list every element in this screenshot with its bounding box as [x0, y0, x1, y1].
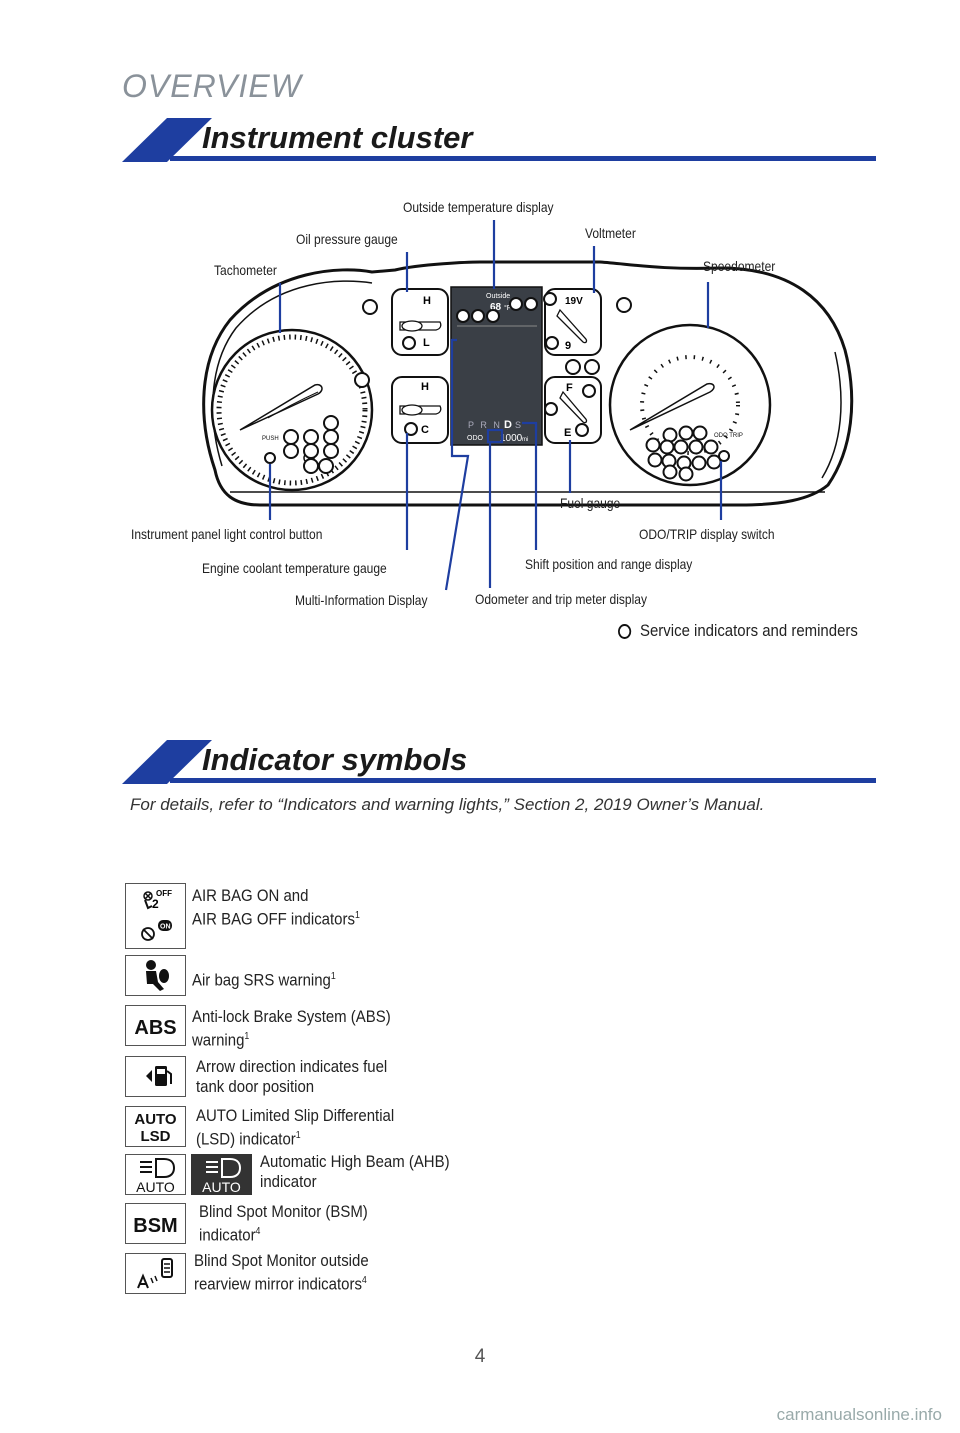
label-fuel-gauge: Fuel gauge — [560, 495, 621, 511]
shift-gear: D — [504, 419, 512, 431]
bsm-mirror-icon — [125, 1253, 186, 1294]
fuel-door-icon — [125, 1056, 186, 1097]
indicator-auto-lsd-text: AUTO Limited Slip Differential(LSD) indi… — [196, 1106, 395, 1149]
legend-text: Service indicators and reminders — [640, 621, 858, 640]
page-overview-heading: OVERVIEW — [122, 68, 302, 104]
odo-value: 1000 — [500, 433, 523, 444]
label-coolant-temp: Engine coolant temperature gauge — [202, 560, 387, 576]
page-number: 4 — [474, 1346, 486, 1367]
tach-indicator-cluster — [283, 415, 339, 474]
odo-label: ODO — [467, 435, 484, 442]
label-tachometer: Tachometer — [214, 262, 277, 278]
cool-c-mark: C — [421, 424, 429, 436]
label-shift-position: Shift position and range display — [525, 556, 693, 572]
outside-temp-unit: °F — [504, 304, 511, 312]
label-speedometer: Speedometer — [703, 258, 776, 274]
fuel-e-mark: E — [564, 427, 571, 439]
outside-temp-value: 68 — [490, 302, 502, 313]
odo-trip-switch — [718, 450, 730, 462]
shift-prn: P R N — [468, 420, 502, 430]
volt-9-mark: 9 — [565, 340, 571, 352]
voltmeter-gauge: 19V 9 — [543, 288, 602, 356]
speedo-indicator-cluster — [645, 425, 722, 482]
multi-information-display: Outside 68 °F P R N D S ODO 1000 mi — [450, 286, 543, 446]
service-indicator-legend: Service indicators and reminders — [618, 621, 858, 641]
label-odo-trip-switch: ODO/TRIP display switch — [639, 526, 775, 542]
indicator-abs-text: Anti-lock Brake System (ABS)warning1 — [192, 1007, 391, 1050]
odo-unit: mi — [522, 437, 528, 443]
fuel-gauge: F E — [544, 376, 602, 444]
panel-light-button — [264, 452, 276, 464]
instrument-cluster-title: Instrument cluster — [202, 120, 473, 155]
fuel-f-mark: F — [566, 382, 573, 394]
airbag-on-off-icon: OFF 2 ON — [125, 883, 186, 949]
label-panel-light: Instrument panel light control button — [131, 526, 323, 542]
indicator-srs-text: Air bag SRS warning1 — [192, 970, 336, 990]
instrument-cluster-header: Instrument cluster — [122, 118, 876, 162]
cool-h-mark: H — [421, 381, 429, 393]
push-label: PUSH — [262, 436, 279, 442]
outside-label: Outside — [486, 293, 510, 300]
indicator-bsm-text: Blind Spot Monitor (BSM)indicator4 — [199, 1202, 368, 1245]
oil-l-mark: L — [423, 337, 430, 349]
indicator-symbols-title: Indicator symbols — [202, 742, 468, 777]
label-mid: Multi-Information Display — [295, 592, 428, 608]
svg-text:2: 2 — [152, 897, 159, 911]
svg-text:BSM: BSM — [133, 1215, 177, 1237]
svg-text:LSD: LSD — [141, 1128, 171, 1145]
indicator-ahb-text: Automatic High Beam (AHB)indicator — [260, 1152, 450, 1191]
svg-text:OFF: OFF — [156, 889, 172, 898]
label-voltmeter: Voltmeter — [585, 225, 636, 241]
svg-text:AUTO: AUTO — [134, 1111, 177, 1128]
abs-icon: ABS — [125, 1005, 186, 1046]
label-outside-temp: Outside temperature display — [403, 199, 554, 215]
svg-text:ABS: ABS — [134, 1017, 176, 1039]
svg-text:AUTO: AUTO — [136, 1179, 175, 1194]
auto-high-beam-alt-icon: AUTO — [191, 1154, 252, 1195]
airbag-srs-icon — [125, 955, 186, 996]
service-indicator-ring-icon — [618, 624, 632, 640]
bsm-icon: BSM — [125, 1203, 186, 1244]
svg-text:ON: ON — [160, 924, 171, 931]
svg-text:AUTO: AUTO — [202, 1179, 241, 1194]
label-oil-pressure: Oil pressure gauge — [296, 231, 398, 247]
oil-h-mark: H — [423, 295, 431, 307]
label-odometer: Odometer and trip meter display — [475, 591, 647, 607]
coolant-temp-gauge: H C — [391, 376, 449, 444]
auto-high-beam-icon: AUTO — [125, 1154, 186, 1195]
instrument-cluster-diagram: PUSH ODO TRIP H L H C — [202, 220, 854, 591]
indicators-note: For details, refer to “Indicators and wa… — [130, 795, 765, 814]
callout-lines — [268, 220, 723, 591]
oil-pressure-gauge: H L — [391, 288, 449, 356]
indicator-symbols-header: Indicator symbols — [122, 740, 876, 784]
auto-lsd-icon: AUTO LSD — [125, 1106, 186, 1147]
odo-trip-mark: ODO TRIP — [714, 433, 743, 439]
shift-gear-s: S — [515, 420, 521, 430]
tachometer-gauge: PUSH — [210, 328, 374, 492]
header-rule — [170, 778, 876, 783]
watermark: carmanualsonline.info — [776, 1405, 942, 1424]
header-rule — [170, 156, 876, 161]
volt-19-mark: 19V — [565, 296, 583, 307]
